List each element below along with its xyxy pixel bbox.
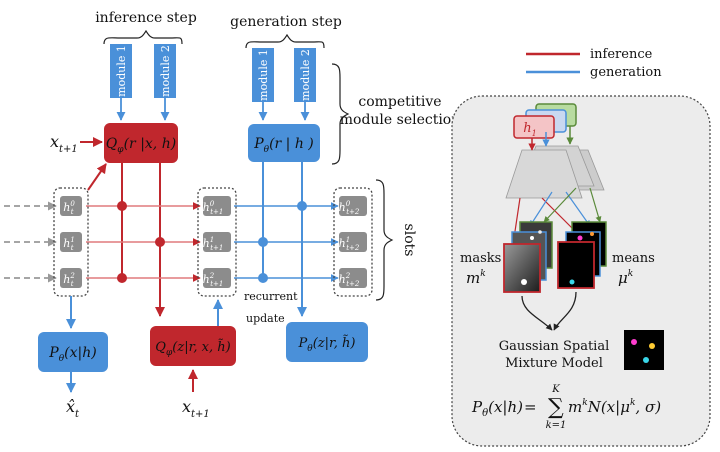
update-label: update <box>246 312 285 325</box>
arrow-dec-blue <box>529 191 553 227</box>
output-xhat: x̂t <box>66 397 80 420</box>
generation-module-2-label: module 2 <box>299 49 312 101</box>
arrow-dec-blue2 <box>565 191 591 227</box>
svg-text:h1t+2: h1t+2 <box>339 236 360 252</box>
input-x-top: xt+1 <box>50 132 78 155</box>
inference-step-brace <box>103 29 183 45</box>
means-symbol: μk <box>618 269 633 287</box>
means-stack <box>557 221 607 289</box>
latent-h1-label: h1 <box>523 121 536 138</box>
svg-text:h1t+1: h1t+1 <box>203 236 224 252</box>
arrow-means-to-gsmm <box>553 291 577 331</box>
legend-inference-label: inference <box>590 47 653 62</box>
svg-text:h0t+2: h0t+2 <box>339 200 360 216</box>
p-module-selection-box: Pθ(r | h ) <box>248 124 320 162</box>
masks-label: masks <box>460 251 501 266</box>
competitive-label-line2: module selection <box>340 112 461 128</box>
svg-text:Qφ(z|r, x, h̃): Qφ(z|r, x, h̃) <box>155 338 230 358</box>
svg-text:h0t: h0t <box>63 200 75 216</box>
gsmm-formula: Pθ(x|h) = ∑ K k=1 mkN(x|μk, σ) <box>471 384 661 431</box>
slot-column-t1 <box>197 187 237 297</box>
junction-blue-1 <box>258 237 268 247</box>
svg-text:Pθ(z|r, h̃): Pθ(z|r, h̃) <box>298 334 356 354</box>
svg-text:Qφ(r |x, h): Qφ(r |x, h) <box>106 136 176 155</box>
gsmm-label-line2: Mixture Model <box>505 356 603 371</box>
inference-module-1: module 1 <box>110 44 132 98</box>
means-label: means <box>612 251 655 266</box>
competitive-label-line1: competitive <box>358 94 441 110</box>
svg-text:=: = <box>524 398 537 416</box>
input-x-bottom: xt+1 <box>182 397 210 420</box>
inference-module-2: module 2 <box>154 44 176 98</box>
junction-blue-2 <box>258 273 268 283</box>
generation-module-1-label: module 1 <box>257 49 270 101</box>
p-decoder-box: Pθ(x|h) <box>38 332 108 372</box>
arrow-masks-to-gsmm <box>521 295 553 331</box>
generation-step-label: generation step <box>230 14 342 30</box>
svg-text:h2t: h2t <box>63 272 75 288</box>
junction-blue-0 <box>297 201 307 211</box>
svg-text:h2t+2: h2t+2 <box>339 272 360 288</box>
svg-text:Pθ(x|h): Pθ(x|h) <box>471 398 523 419</box>
svg-text:Pθ(r | h ): Pθ(r | h ) <box>253 136 314 155</box>
masks-symbol: mk <box>466 269 486 287</box>
arrow-dec-green2 <box>543 187 577 223</box>
reconstruction-thumbnail <box>624 330 664 370</box>
inference-step-label: inference step <box>95 10 197 26</box>
svg-text:h2t+1: h2t+1 <box>203 272 224 288</box>
p-update-box: Pθ(z|r, h̃) <box>286 322 368 362</box>
arrow-dec-green <box>589 187 602 223</box>
svg-text:k=1: k=1 <box>546 420 567 431</box>
junction-red-0 <box>117 201 127 211</box>
q-update-box: Qφ(z|r, x, h̃) <box>150 326 236 366</box>
svg-text:xt+1: xt+1 <box>50 132 78 155</box>
q-module-selection-box: Qφ(r |x, h) <box>104 123 178 163</box>
masks-stack <box>503 221 553 293</box>
gsmm-label-line1: Gaussian Spatial <box>499 339 610 354</box>
slot-column-t2 <box>333 187 373 297</box>
recurrent-label: recurrent <box>244 290 298 303</box>
svg-text:mkN(x|μk, σ): mkN(x|μk, σ) <box>568 398 661 416</box>
latent-stack: h1 <box>513 103 577 139</box>
svg-text:h1t: h1t <box>63 236 75 252</box>
svg-text:Pθ(x|h): Pθ(x|h) <box>48 345 96 364</box>
junction-red-1 <box>155 237 165 247</box>
arrow-slot-to-q <box>87 163 107 191</box>
generation-module-2: module 2 <box>294 48 316 102</box>
svg-text:∑: ∑ <box>548 395 564 420</box>
competitive-brace <box>331 63 350 165</box>
generation-module-1: module 1 <box>252 48 274 102</box>
inference-module-1-label: module 1 <box>115 45 128 97</box>
generation-step-brace <box>245 33 325 49</box>
svg-text:h0t+1: h0t+1 <box>203 200 224 216</box>
legend-generation-label: generation <box>590 65 662 80</box>
slots-brace <box>375 179 394 301</box>
slots-label: slots <box>401 224 417 257</box>
svg-text:K: K <box>551 384 560 395</box>
junction-red-2 <box>117 273 127 283</box>
decoder-trapezoids <box>505 145 605 199</box>
inference-module-2-label: module 2 <box>159 45 172 97</box>
